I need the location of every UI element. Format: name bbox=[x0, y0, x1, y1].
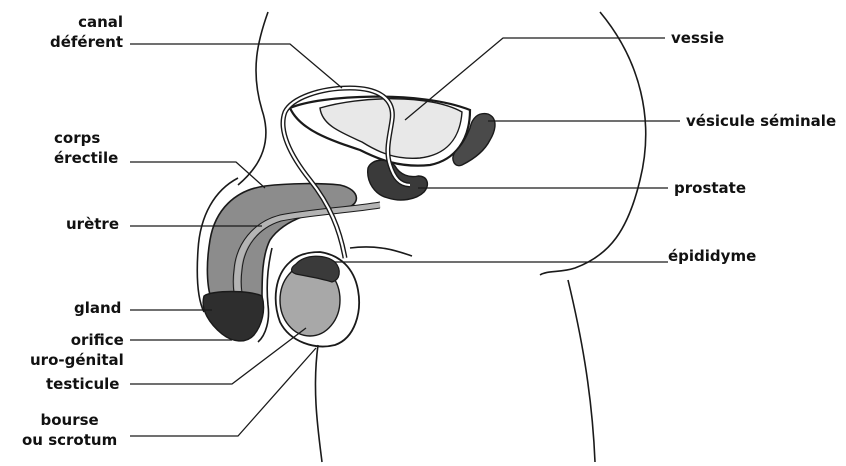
body-outline bbox=[238, 12, 646, 462]
label-corps-erectile-line2: érectile bbox=[54, 148, 118, 168]
label-bourse-line2: ou scrotum bbox=[22, 430, 117, 450]
leader-bourse bbox=[130, 348, 316, 436]
label-bourse-line1: bourse bbox=[22, 410, 117, 430]
label-gland: gland bbox=[74, 298, 121, 318]
leader-canal-deferent bbox=[130, 44, 342, 88]
front-body-line bbox=[238, 12, 268, 185]
glans bbox=[203, 292, 263, 341]
label-orifice-line2: uro-génital bbox=[30, 350, 124, 370]
label-prostate: prostate bbox=[674, 178, 746, 198]
label-canal-deferent-line1: canal bbox=[50, 12, 123, 32]
bladder bbox=[290, 97, 470, 166]
perineum-line bbox=[350, 247, 412, 256]
back-body-line bbox=[540, 12, 646, 275]
label-orifice: orifice uro-génital bbox=[30, 330, 124, 370]
thigh-front-line bbox=[315, 345, 322, 462]
label-orifice-line1: orifice bbox=[30, 330, 124, 350]
label-vesicule-seminale: vésicule séminale bbox=[686, 111, 836, 131]
label-testicule: testicule bbox=[46, 374, 119, 394]
label-canal-deferent: canal déférent bbox=[50, 12, 123, 52]
leader-corps-erectile bbox=[130, 162, 265, 188]
label-epididyme: épididyme bbox=[668, 246, 756, 266]
leader-testicule bbox=[130, 328, 306, 384]
label-vessie: vessie bbox=[671, 28, 724, 48]
thigh-back-line bbox=[568, 280, 595, 462]
label-uretre: urètre bbox=[66, 214, 119, 234]
label-bourse: bourse ou scrotum bbox=[22, 410, 117, 450]
label-corps-erectile-line1: corps bbox=[54, 128, 118, 148]
label-canal-deferent-line2: déférent bbox=[50, 32, 123, 52]
label-corps-erectile: corps érectile bbox=[54, 128, 118, 168]
